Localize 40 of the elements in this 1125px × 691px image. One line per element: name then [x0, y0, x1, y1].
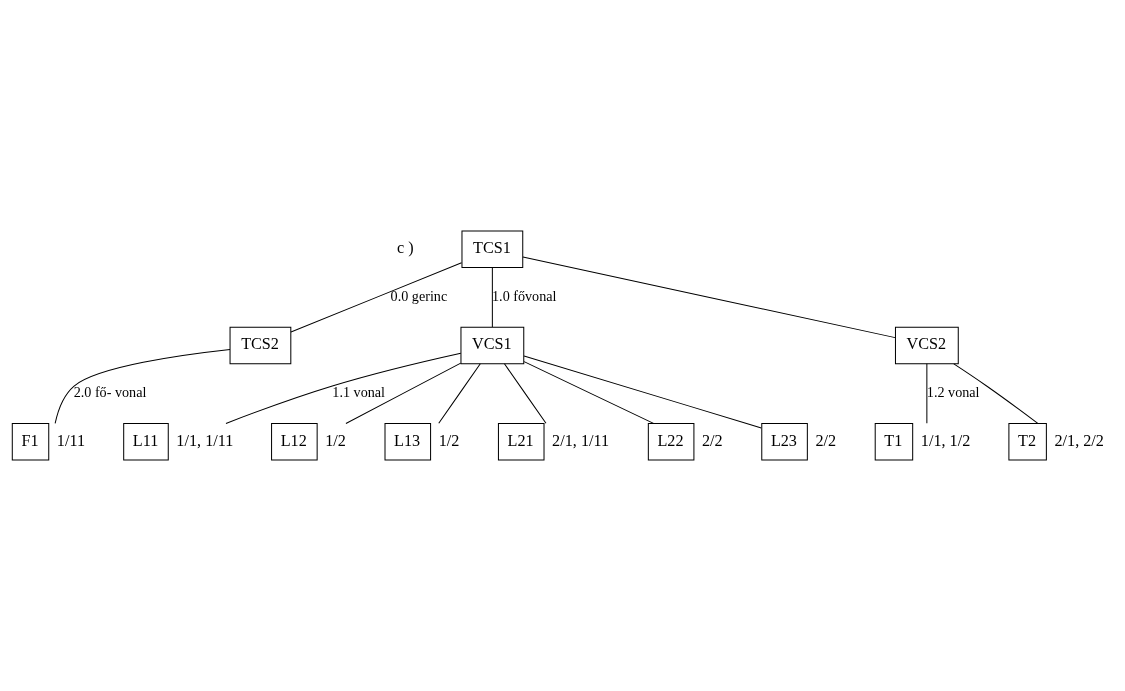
connector	[54, 348, 231, 424]
node-label: 2/2	[815, 431, 837, 450]
edge-label: 0.0 gerinc	[390, 288, 448, 305]
node-label: 2/2	[702, 431, 723, 450]
node-label: 1/1, 1/11	[176, 431, 234, 450]
node-box: VCS1	[460, 326, 525, 365]
connector	[290, 262, 463, 333]
connector	[953, 363, 1039, 424]
edge-label: 2.0 fő- vonal	[73, 384, 147, 401]
connector	[491, 267, 493, 328]
connector	[225, 352, 462, 424]
node-label: 1/2	[325, 431, 346, 450]
node-box: T2	[1008, 423, 1047, 461]
node-label: 2/1, 2/2	[1054, 431, 1104, 450]
node-box: L12	[271, 423, 318, 461]
node-box: VCS2	[894, 326, 959, 365]
node-box: L11	[123, 423, 169, 461]
edge-label: 1.1 vonal	[332, 384, 386, 401]
node-box: F1	[11, 423, 50, 461]
connector	[523, 361, 654, 424]
node-box: T1	[874, 423, 914, 461]
label: c )	[396, 239, 414, 258]
node-box: L21	[497, 423, 545, 461]
connector	[522, 256, 896, 339]
connector	[523, 355, 762, 429]
node-label: 1/2	[438, 431, 460, 450]
node-box: TCS1	[461, 230, 524, 268]
node-label: 2/1, 1/11	[552, 431, 610, 450]
connector	[926, 363, 928, 424]
node-box: L23	[761, 423, 808, 461]
node-label: 1/11	[56, 431, 86, 450]
connector	[345, 362, 462, 424]
node-box: L22	[647, 423, 695, 461]
connector	[503, 363, 547, 424]
node-box: TCS2	[229, 326, 292, 365]
edge-label: 1.0 fővonal	[492, 288, 557, 305]
node-label: 1/1, 1/2	[920, 431, 971, 450]
connector	[438, 363, 481, 424]
edge-label: 1.2 vonal	[926, 384, 980, 401]
node-box: L13	[384, 423, 432, 461]
